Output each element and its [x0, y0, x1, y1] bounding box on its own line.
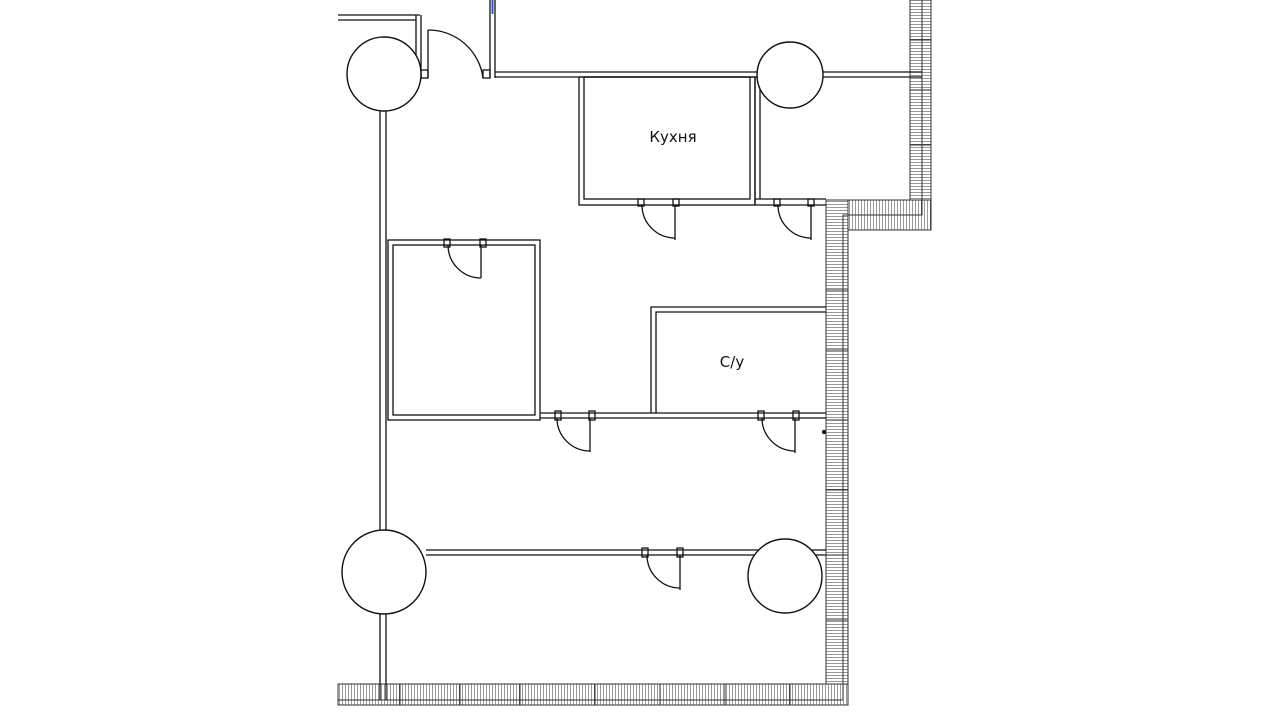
entrance-door-swing [427, 29, 484, 79]
column-bottom-right [747, 538, 823, 614]
columns [341, 36, 824, 615]
kitchen-label: Кухня [649, 128, 696, 146]
middle-door-2-swing [761, 417, 796, 452]
column-top-right [756, 41, 824, 109]
storage-door-swing [777, 204, 812, 239]
wc-room [650, 306, 826, 413]
north-wall [495, 71, 922, 78]
left-room-door-swing [447, 244, 482, 279]
left-room [387, 238, 541, 421]
east-wall-lower [825, 199, 849, 706]
exterior-walls [337, 0, 932, 706]
column-top-left [346, 36, 422, 112]
entrance-area [338, 0, 496, 79]
exterior-wall-ticks [399, 39, 931, 705]
east-wall-upper [909, 0, 932, 231]
south-wall [337, 683, 849, 706]
column-bottom-left [341, 529, 427, 615]
kitchen-room [578, 76, 756, 240]
storage-room [754, 77, 826, 240]
middle-door-1-swing [556, 417, 591, 452]
kitchen-door-swing [641, 204, 676, 239]
lower-door-swing [646, 554, 681, 589]
exterior-wall-inner-outline [338, 0, 923, 701]
wc-label: С/у [720, 353, 745, 371]
middle-partition [540, 410, 827, 453]
